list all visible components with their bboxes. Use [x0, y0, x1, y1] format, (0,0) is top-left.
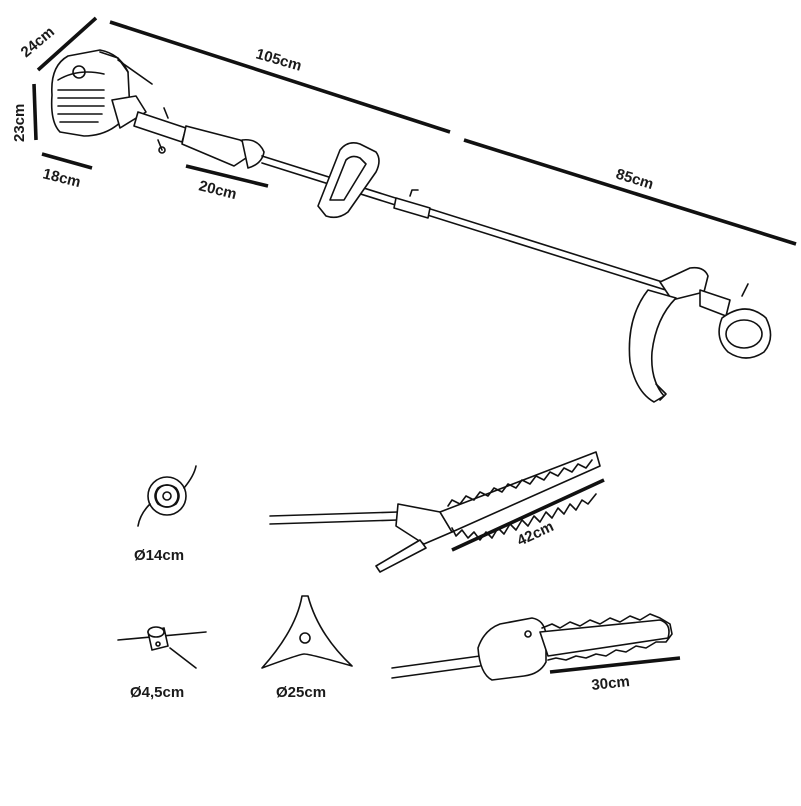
line-spool-diameter: Ø4,5cm	[130, 684, 184, 701]
pole-saw-length: 30cm	[591, 673, 631, 694]
engine-width-line	[41, 152, 93, 170]
trimmer-head-accessory: Ø14cm	[134, 465, 197, 564]
total-length-line	[109, 20, 451, 134]
shaft-length-line	[463, 138, 797, 246]
blade-diameter: Ø25cm	[276, 684, 326, 701]
line-spool-accessory: Ø4,5cm	[117, 626, 207, 701]
engine-block	[50, 49, 153, 137]
pole-saw-length-line	[549, 656, 681, 674]
shaft-coupling	[133, 107, 265, 169]
cutting-head	[628, 266, 772, 403]
handle-section-label: 20cm	[197, 177, 238, 203]
engine-depth-line	[36, 16, 98, 72]
pole-saw-accessory: 30cm	[391, 613, 681, 694]
brush-cutter-illustration	[50, 49, 772, 403]
hedge-trimmer-length-line	[451, 478, 605, 552]
loop-handle	[317, 142, 380, 219]
engine-height-label: 23cm	[11, 104, 28, 142]
drive-shaft	[261, 155, 673, 293]
engine-height-line	[32, 83, 38, 141]
blade-accessory: Ø25cm	[261, 595, 353, 701]
hedge-trimmer-accessory: 42cm	[269, 451, 605, 573]
handle-section-line	[185, 164, 269, 188]
dimension-lines	[32, 16, 797, 246]
shaft-clamp	[393, 189, 431, 219]
trimmer-head-diameter: Ø14cm	[134, 547, 184, 564]
engine-width-label: 18cm	[41, 165, 82, 191]
